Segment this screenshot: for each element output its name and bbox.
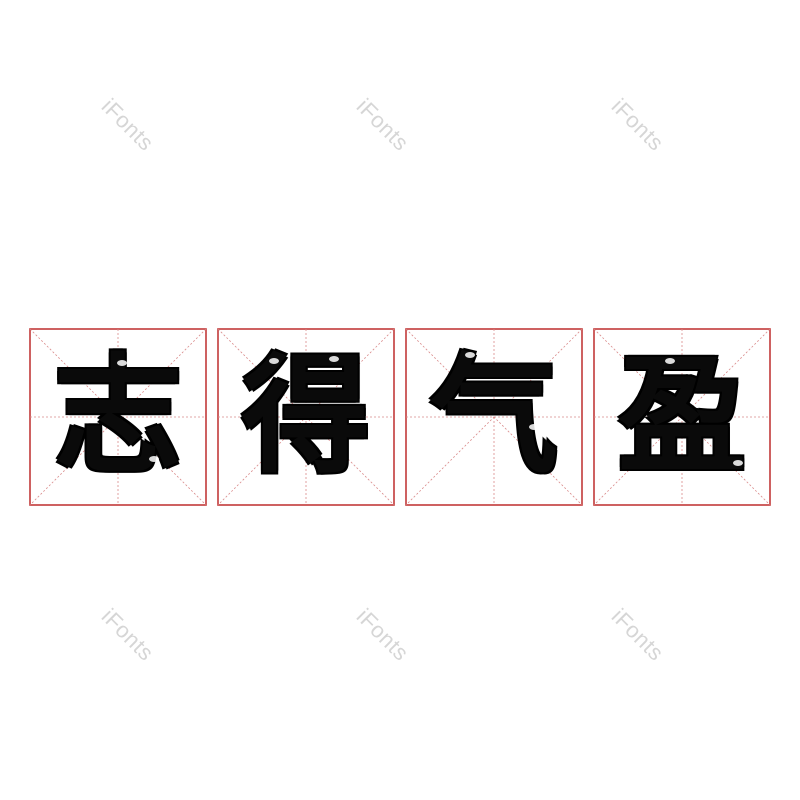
gloss-highlight: [149, 456, 159, 462]
gloss-highlight: [529, 424, 539, 430]
tianzi-grid: [593, 328, 771, 506]
character-glyph: 得: [241, 342, 370, 491]
character-cell: 得: [217, 328, 395, 506]
character-cell: 气: [405, 328, 583, 506]
gloss-highlight: [117, 360, 127, 366]
character-glyph: 气: [429, 342, 558, 491]
tianzi-grid: [29, 328, 207, 506]
gloss-highlight: [269, 358, 279, 364]
gloss-highlight: [465, 352, 475, 358]
character-glyph: 志: [53, 342, 182, 491]
tianzi-grid: [405, 328, 583, 506]
gloss-highlight: [329, 356, 339, 362]
gloss-highlight: [665, 358, 675, 364]
character-cell: 盈: [593, 328, 771, 506]
character-cell: 志: [29, 328, 207, 506]
character-glyph: 盈: [617, 342, 746, 491]
gloss-highlight: [733, 460, 743, 466]
tianzi-grid: [217, 328, 395, 506]
